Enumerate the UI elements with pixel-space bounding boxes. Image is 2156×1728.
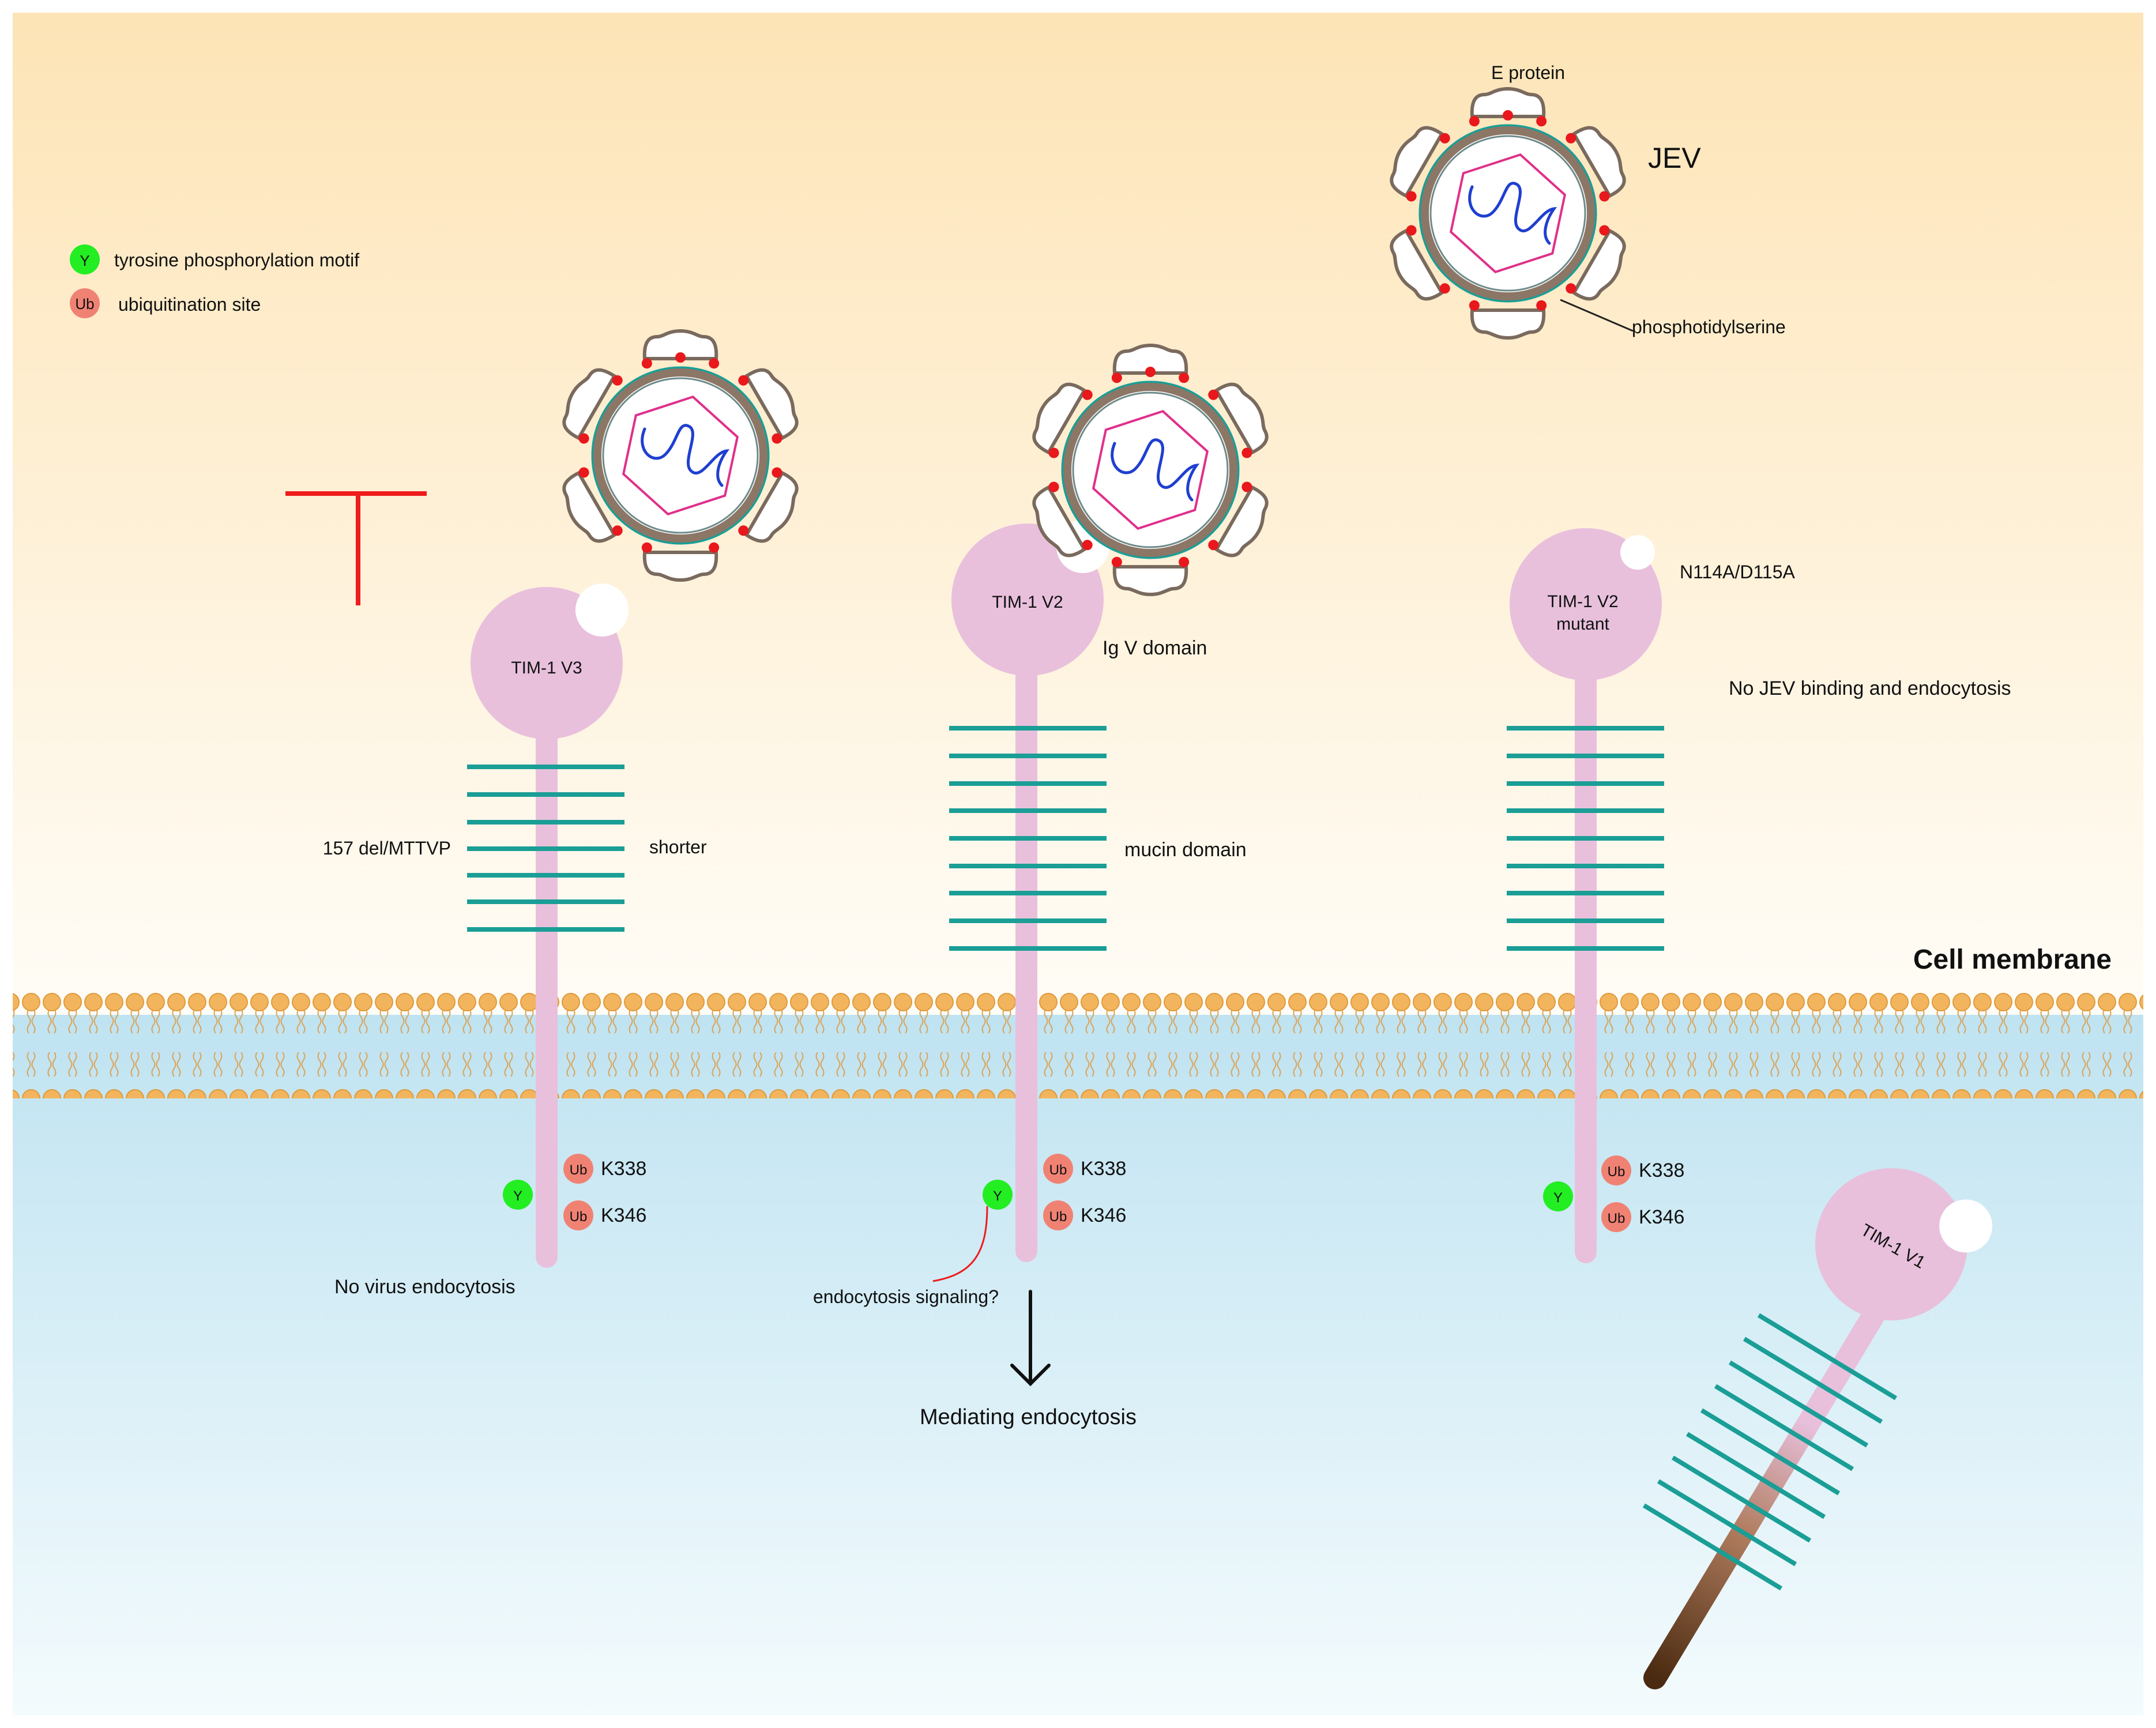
cytoplasm-region [13,1015,2143,1715]
v2-ub-k346-symbol: Ub [1049,1209,1067,1225]
v3-shorter-label: shorter [649,837,707,857]
signal-connector [932,1206,988,1282]
mutant-name-line1: TIM-1 V2 [1547,592,1618,611]
jev-label: JEV [1648,142,1701,174]
mutant-ub-k346-symbol: Ub [1608,1211,1626,1226]
mutant-outcome: No JEV binding and endocytosis [1729,677,2011,699]
phosphatidylserine-leader [1560,299,1634,332]
tim1-v2-receptor: TIM-1 V2 [949,520,1109,1262]
v3-phospho-symbol: Y [513,1188,522,1204]
v3-ub-k346 [563,1200,593,1230]
tim1-v2-mutant-receptor: TIM-1 V2 mutant [1507,528,1664,1263]
v2-signal-label: endocytosis signaling? [813,1286,999,1307]
v2-k338-label: K338 [1081,1158,1126,1180]
phospho-legend-text: tyrosine phosphorylation motif [114,250,359,270]
endocytosis-arrow [1010,1290,1051,1387]
legend: Y tyrosine phosphorylation motif Ub ubiq… [70,244,359,318]
v2-mucin-domain [949,726,1107,951]
phospho-legend-icon [70,244,100,274]
v3-mucin-domain [467,765,624,932]
mutant-phospho-symbol: Y [1553,1190,1563,1206]
phospho-legend-symbol: Y [80,252,89,269]
v2-phospho-motif [983,1180,1013,1210]
v3-outcome: No virus endocytosis [334,1276,516,1298]
ubiq-legend-icon [70,288,100,318]
phosphatidylserine-label: phosphotidylserine [1632,317,1786,337]
mutant-ub-k338-symbol: Ub [1608,1164,1626,1180]
mutant-phospho-motif [1543,1181,1573,1211]
lipid-bilayer [13,992,2143,1098]
v2-outcome: Mediating endocytosis [920,1405,1137,1429]
membrane-label: Cell membrane [1913,944,2112,975]
v3-k346-label: K346 [601,1204,646,1226]
v3-ub-k346-symbol: Ub [570,1209,588,1225]
v2-phospho-symbol: Y [993,1188,1002,1204]
tim1-v1-receptor: TIM-1 V1 [1642,1137,2002,1689]
mutant-name-line2: mutant [1556,615,1609,634]
v3-k338-label: K338 [601,1158,646,1180]
e-protein-label: E protein [1491,62,1565,83]
mutant-mucin-domain [1507,726,1664,951]
mutant-igv-domain [1510,528,1662,680]
v3-name: TIM-1 V3 [511,658,582,677]
inhibition-symbol [285,491,427,605]
v1-stalk [1643,1303,1886,1689]
v1-mucin-domain [1642,1313,1898,1591]
v2-mucin-label: mucin domain [1124,839,1247,861]
v2-ub-k338 [1043,1154,1073,1184]
v2-name: TIM-1 V2 [992,593,1063,612]
mutation-label: N114A/D115A [1680,562,1795,582]
v3-deletion-label: 157 del/MTTVP [323,838,451,859]
mutant-k346-label: K346 [1639,1206,1684,1228]
ubiq-legend-text: ubiquitination site [118,294,261,315]
mutant-ub-k338 [1601,1155,1631,1185]
mutant-k338-label: K338 [1639,1159,1684,1181]
v3-ub-k338-symbol: Ub [570,1162,588,1178]
v2-k346-label: K346 [1081,1204,1126,1226]
tim1-v3-receptor: TIM-1 V3 [467,583,629,1268]
ubiq-legend-symbol: Ub [75,295,94,313]
v2-igv-label: Ig V domain [1103,637,1207,659]
v2-ub-k338-symbol: Ub [1049,1162,1067,1178]
v3-phospho-motif [503,1180,533,1210]
v3-ub-k338 [563,1154,593,1184]
mutant-ub-k346 [1601,1202,1631,1232]
v2-ub-k346 [1043,1200,1073,1230]
